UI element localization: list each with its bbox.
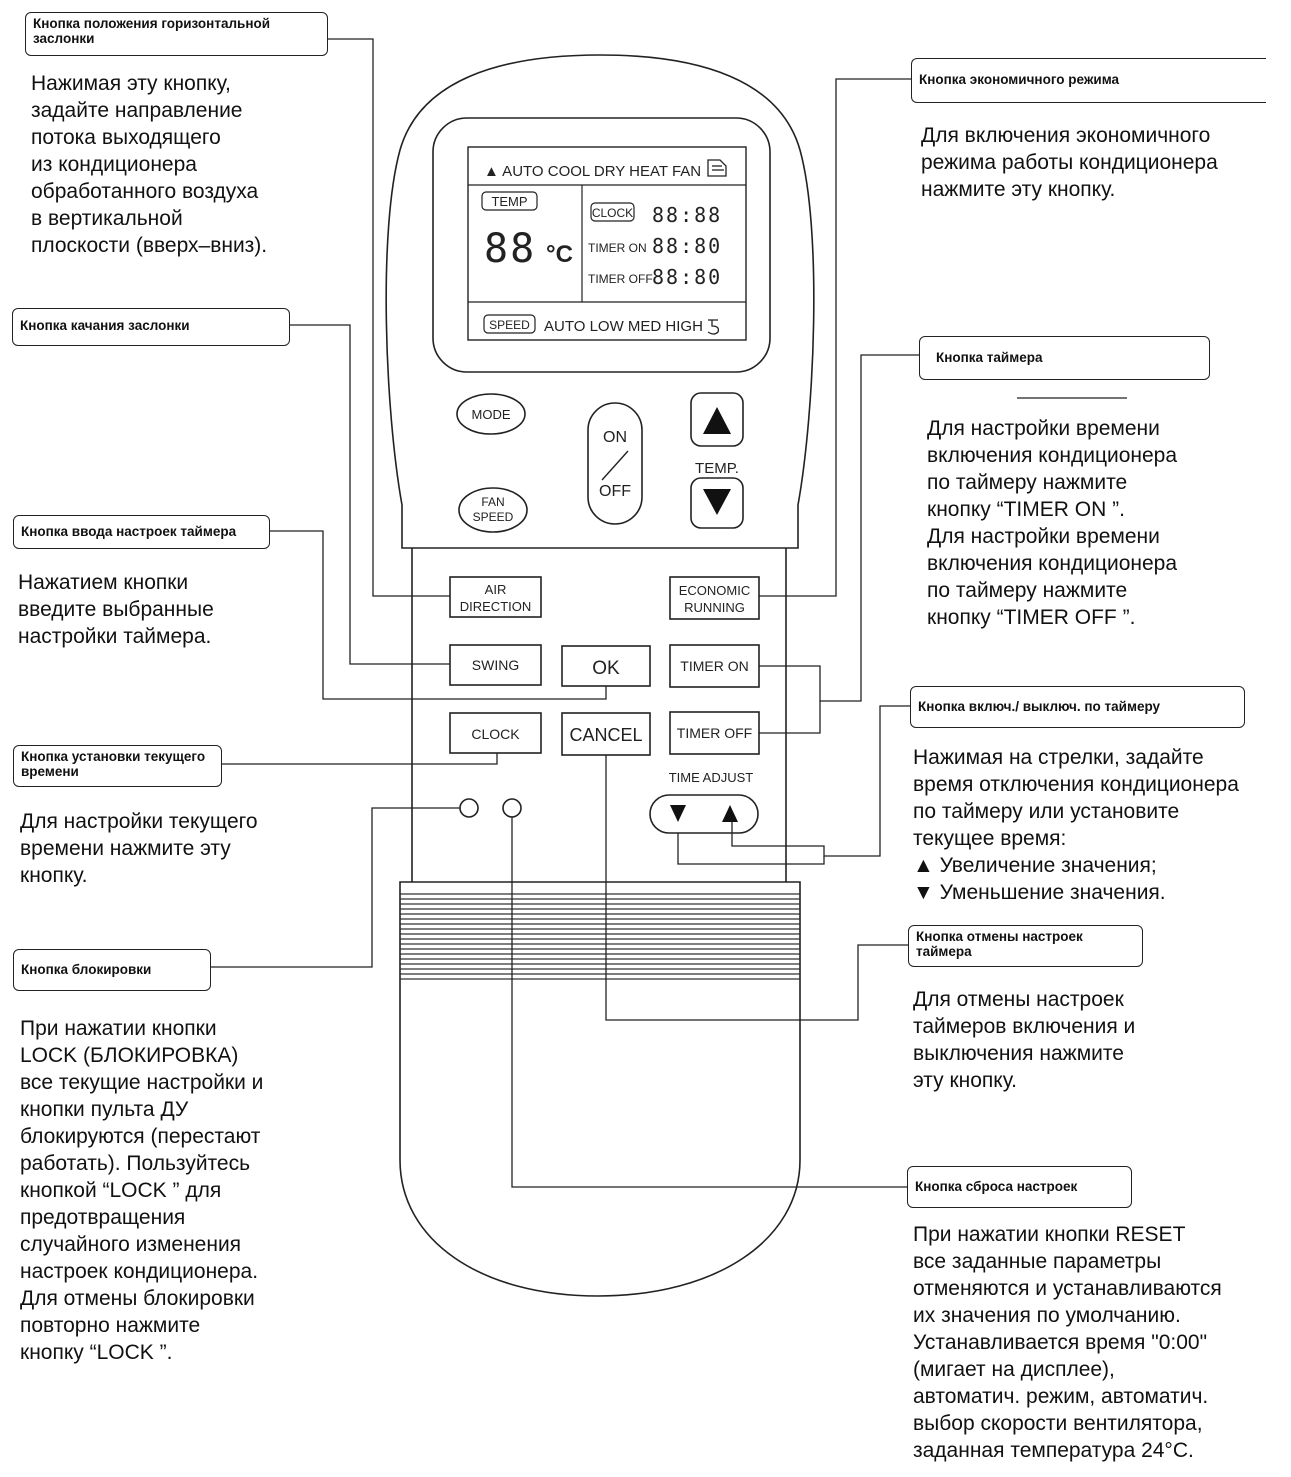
clock-button[interactable]: CLOCK: [449, 712, 542, 754]
fan-label: FAN: [481, 495, 504, 509]
callout-reset-desc: При нажатии кнопки RESET все заданные па…: [913, 1223, 1222, 1462]
running-label: RUNNING: [684, 600, 745, 615]
callout-clock-desc: Для настройки текущего времени нажмите э…: [20, 810, 258, 887]
timer-on-label: TIMER ON: [680, 658, 748, 674]
temp-up-button[interactable]: [690, 392, 744, 447]
timer-on-button[interactable]: TIMER ON: [669, 644, 760, 688]
callout-timer-title: Кнопка таймера: [919, 336, 1210, 380]
remote-grille: [400, 893, 800, 980]
lcd-fan-icon: [707, 159, 727, 177]
callout-swing-title: Кнопка качания заслонки: [12, 308, 290, 346]
reset-button[interactable]: [502, 798, 522, 818]
off-label: OFF: [599, 483, 631, 500]
arrow-down-icon: [670, 805, 686, 822]
lcd-clock-digits: 88:88: [652, 203, 722, 227]
callout-cancel-desc: Для отмены настроек таймеров включения и…: [913, 988, 1136, 1092]
mode-button[interactable]: MODE: [456, 393, 526, 435]
callout-ok-desc: Нажатием кнопки введите выбранные настро…: [18, 571, 214, 648]
lcd-mode-line: ▲ AUTO COOL DRY HEAT FAN: [484, 163, 701, 180]
callout-lock-title: Кнопка блокировки: [13, 949, 211, 991]
lcd-clock-tag: CLOCK: [592, 206, 633, 220]
callout-time-adjust-title: Кнопка включ./ выключ. по таймеру: [910, 686, 1245, 728]
arrow-down-icon: [703, 489, 731, 515]
lcd-display: ▲ AUTO COOL DRY HEAT FAN TEMP 88 °C CLOC…: [432, 117, 771, 373]
on-off-button[interactable]: ON OFF: [587, 402, 643, 525]
lcd-timer-off-digits: 88:80: [652, 265, 722, 289]
callout-clock-title: Кнопка установки текущего времени: [13, 745, 222, 787]
lcd-speed-icon: [707, 319, 720, 335]
lcd-speed-tag: SPEED: [489, 318, 530, 332]
callout-reset-title: Кнопка сброса настроек: [907, 1166, 1132, 1208]
callout-economic-title: Кнопка экономичного режима: [911, 58, 1266, 103]
cancel-label: CANCEL: [569, 725, 642, 745]
lcd-speed-line: AUTO LOW MED HIGH: [544, 318, 703, 335]
arrow-up-icon: [722, 805, 738, 822]
economic-running-button[interactable]: ECONOMIC RUNNING: [669, 576, 760, 620]
air-direction-button[interactable]: AIR DIRECTION: [449, 576, 542, 618]
callout-economic-desc: Для включения экономичного режима работы…: [921, 124, 1218, 201]
economic-label: ECONOMIC: [679, 583, 751, 598]
air-label: AIR: [485, 582, 507, 597]
callout-timer-desc: Для настройки времени включения кондицио…: [927, 417, 1178, 629]
swing-button[interactable]: SWING: [449, 644, 542, 686]
remote-body: [385, 54, 815, 1297]
arrow-up-icon: [703, 407, 731, 434]
leader-lines: [211, 38, 919, 1188]
speed-label: SPEED: [473, 510, 514, 524]
callout-ok-title: Кнопка ввода настроек таймера: [13, 515, 270, 549]
lcd-temp-digits: 88: [484, 226, 536, 272]
lcd-timer-off-label: TIMER OFF: [588, 272, 653, 286]
callout-lock-desc: При нажатии кнопки LOCK (БЛОКИРОВКА) все…: [20, 1017, 264, 1364]
callout-air-direction-title: Кнопка положения горизонтальной заслонки: [25, 12, 328, 56]
timer-off-button[interactable]: TIMER OFF: [669, 711, 760, 755]
callout-air-direction-desc: Нажимая эту кнопку, задайте направление …: [31, 72, 268, 257]
mode-button-label: MODE: [472, 407, 511, 422]
temp-label: TEMP.: [695, 460, 739, 477]
clock-label: CLOCK: [471, 726, 520, 742]
lcd-temp-unit: °C: [546, 241, 573, 268]
time-adjust-label: TIME ADJUST: [669, 770, 754, 785]
ok-button[interactable]: OK: [561, 645, 651, 687]
time-adjust-button[interactable]: [649, 794, 759, 834]
lcd-timer-on-label: TIMER ON: [588, 241, 647, 255]
ok-label: OK: [592, 658, 620, 679]
direction-label: DIRECTION: [460, 599, 532, 614]
on-label: ON: [603, 429, 627, 446]
lcd-timer-on-digits: 88:80: [652, 234, 722, 258]
lcd-temp-tag: TEMP: [491, 194, 527, 209]
fan-speed-button[interactable]: FAN SPEED: [458, 487, 528, 533]
callout-time-adjust-desc: Нажимая на стрелки, задайте время отключ…: [913, 746, 1239, 904]
swing-label: SWING: [472, 657, 519, 673]
timer-off-label: TIMER OFF: [677, 725, 752, 741]
cancel-button[interactable]: CANCEL: [561, 712, 651, 756]
lock-button[interactable]: [459, 798, 479, 818]
callout-cancel-title: Кнопка отмены настроек таймера: [908, 925, 1143, 967]
temp-down-button[interactable]: [690, 477, 744, 529]
